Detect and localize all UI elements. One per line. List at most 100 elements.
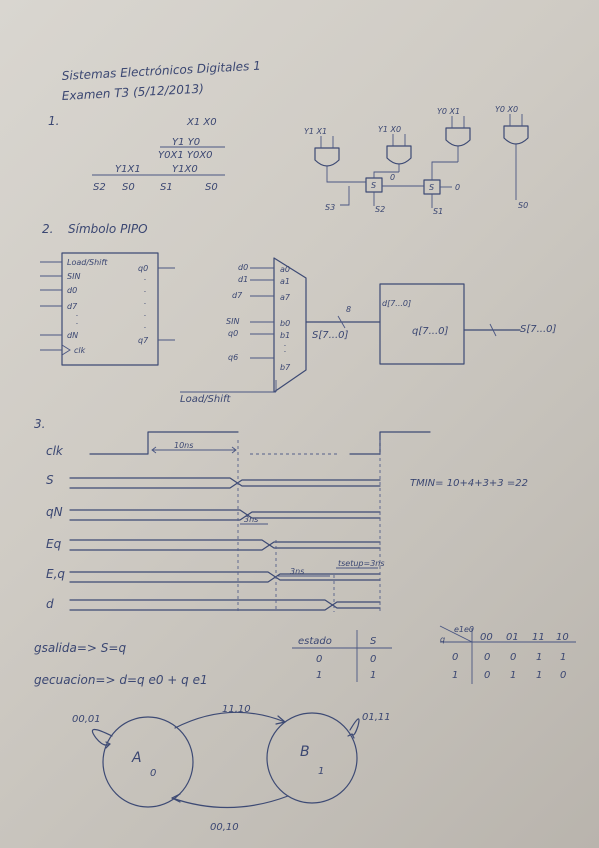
- mux-sin: SIN: [226, 317, 239, 326]
- svg-text:.: .: [144, 321, 147, 330]
- reg-in: d[7...0]: [382, 299, 411, 308]
- q1-s-1: S0: [122, 182, 135, 193]
- s-row-0: 0: [370, 654, 376, 665]
- sig-qn: qN: [46, 505, 63, 519]
- svg-text:.: .: [284, 339, 287, 348]
- pipo-q7-label: q7: [138, 336, 149, 345]
- pipo-d0-label: d0: [67, 286, 77, 295]
- fsm-a-to-b: 11,10: [222, 704, 251, 715]
- q1-out-s1: S1: [433, 207, 443, 216]
- pipo-symbol: . . . . . . .: [40, 252, 175, 366]
- q1-gate-label-3: Y0 X1: [437, 107, 460, 116]
- q1-wire-d: [431, 161, 458, 180]
- kmap-col-11: 11: [532, 632, 545, 643]
- sig-s: S: [46, 473, 54, 487]
- bus-width: 8: [346, 305, 351, 314]
- q1-wire-a: [326, 178, 366, 183]
- kmap-cell-0-0: 0: [484, 652, 490, 663]
- q2-multiplexer: . .: [180, 257, 381, 393]
- svg-text:S: S: [371, 181, 376, 190]
- kmap-cell-0-2: 1: [536, 652, 542, 663]
- q2-number: 2.: [42, 222, 53, 236]
- q1-out-s2: S2: [375, 205, 385, 214]
- fsm-self-a: 00,01: [72, 714, 101, 725]
- kmap-col-01: 01: [506, 632, 519, 643]
- q1-and-gate-3: [445, 116, 471, 162]
- estado-row-0: 0: [316, 654, 322, 665]
- salida-equation: gsalida=> S=q: [34, 641, 126, 655]
- tmin-equation: TMIN= 10+4+3+3 =22: [410, 478, 528, 489]
- q2-title: Símbolo PIPO: [68, 222, 148, 236]
- state-b-output: 1: [318, 766, 324, 777]
- mux-d1: d1: [238, 275, 248, 284]
- mux-out: S[7...0]: [312, 330, 349, 341]
- q1-half-adder-2: S: [423, 179, 441, 195]
- q1-out-s3: S3: [325, 203, 335, 212]
- mux-a0: a0: [280, 265, 290, 274]
- q2-register: [379, 283, 521, 365]
- state-a-output: 0: [150, 768, 156, 779]
- svg-text:S: S: [429, 183, 434, 192]
- kmap-cell-1-1: 1: [510, 670, 516, 681]
- mux-q6: q6: [228, 353, 238, 362]
- estado-table: [292, 630, 392, 682]
- delay-label-1: 3ns: [244, 515, 258, 524]
- mux-q0: q0: [228, 329, 238, 338]
- sig-e1q: E,q: [46, 567, 65, 581]
- timing-waveforms: [69, 431, 431, 612]
- delay-label-2: 3ns: [290, 567, 304, 576]
- mux-select: Load/Shift: [180, 394, 232, 405]
- final-out: S[7...0]: [520, 324, 557, 335]
- svg-text:.: .: [144, 297, 147, 306]
- sig-d: d: [46, 597, 54, 611]
- mux-b1: b1: [280, 331, 290, 340]
- estado-header: estado: [298, 636, 332, 647]
- q1-row3b: Y1X0: [172, 164, 198, 175]
- kmap-corner-row: q: [440, 635, 445, 644]
- fsm-b-to-a: 00,10: [210, 822, 239, 833]
- mux-d0: d0: [238, 263, 248, 272]
- q1-out-s0: S0: [518, 201, 528, 210]
- mux-a7: a7: [280, 293, 291, 302]
- kmap-cell-0-3: 1: [560, 652, 566, 663]
- svg-text:.: .: [144, 273, 147, 282]
- karnaugh-map: [439, 625, 576, 684]
- q1-gate-label-2: Y1 X0: [378, 125, 401, 134]
- fsm-self-b: 01,11: [362, 712, 391, 723]
- q1-row3a: Y1X1: [115, 164, 141, 175]
- svg-text:.: .: [284, 345, 287, 354]
- q1-s-3: S0: [205, 182, 218, 193]
- kmap-cell-1-2: 1: [536, 670, 542, 681]
- kmap-cell-0-1: 0: [510, 652, 516, 663]
- s-row-1: 1: [370, 670, 376, 681]
- fsm-state-a: [102, 716, 194, 808]
- page-subtitle: Examen T3 (5/12/2013): [61, 82, 204, 103]
- q1-and-gate-2: [386, 134, 412, 172]
- q1-gate-label-1: Y1 X1: [304, 127, 327, 136]
- svg-text:.: .: [76, 317, 79, 326]
- q1-half-adder-1: S: [365, 177, 383, 193]
- period-label: 10ns: [174, 441, 193, 450]
- kmap-cell-1-0: 0: [484, 670, 490, 681]
- pipo-clk-label: clk: [74, 346, 86, 355]
- q1-zero-2: 0: [455, 183, 460, 192]
- q1-row1: X1 X0: [186, 117, 217, 128]
- q1-wire-b: [373, 171, 399, 178]
- q1-s-2: S1: [160, 182, 173, 193]
- svg-text:.: .: [76, 309, 79, 318]
- s-header: S: [370, 636, 377, 647]
- pipo-sin-label: SIN: [67, 272, 80, 281]
- ecuacion-equation: gecuacion=> d=q e0 + q e1: [34, 673, 208, 687]
- pipo-d7-label: d7: [67, 302, 78, 311]
- q1-zero-1: 0: [390, 173, 395, 182]
- estado-row-1: 1: [316, 670, 322, 681]
- kmap-row-1: 1: [452, 670, 458, 681]
- pipo-q0-label: q0: [138, 264, 148, 273]
- q1-wire-s3: [340, 186, 350, 206]
- svg-text:.: .: [144, 309, 147, 318]
- q1-and-gate-1: [314, 136, 340, 178]
- sig-clk: clk: [46, 444, 64, 458]
- mux-b0: b0: [280, 319, 290, 328]
- mux-d7: d7: [232, 291, 243, 300]
